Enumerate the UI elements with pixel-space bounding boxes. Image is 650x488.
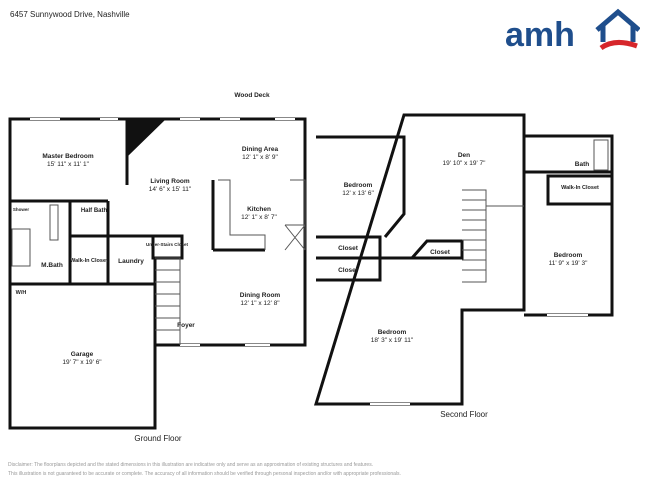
disclaimer: Disclaimer: The floorplans depicted and … (8, 461, 401, 479)
shower-label: Shower (13, 207, 30, 212)
room-dims: 12' 1" x 8' 7" (241, 214, 277, 221)
room-dims: 12' 1" x 8' 9" (242, 154, 278, 161)
room-name: Bedroom (344, 182, 373, 189)
room-dims: 11' 9" x 19' 3" (549, 260, 588, 267)
laundry-label: Laundry (118, 258, 144, 265)
room-name: Master Bedroom (42, 153, 94, 160)
property-address: 6457 Sunnywood Drive, Nashville (10, 10, 130, 19)
foyer-label: Foyer (177, 322, 195, 329)
ground-floor-label: Ground Floor (134, 434, 181, 443)
room-name: Den (458, 152, 470, 159)
room-name: Kitchen (247, 206, 271, 213)
room-dims: 15' 11" x 11' 1" (47, 161, 90, 168)
closet-label: Closet (338, 245, 359, 252)
water-heater-label: W/H (16, 290, 27, 296)
room-dims: 19' 7" x 19' 6" (62, 359, 102, 366)
amh-logo: amh (505, 8, 640, 53)
closet-label: Closet (338, 267, 359, 274)
room-name: Living Room (150, 178, 190, 185)
room-dims: 14' 6" x 15' 11" (149, 186, 192, 193)
walk-in-closet-label: Walk-In Closet (70, 258, 108, 264)
m-bath-label: M.Bath (41, 262, 63, 269)
room-name: Bedroom (554, 252, 583, 259)
second-floor-walls (313, 113, 614, 406)
ground-floor-walls (8, 117, 307, 430)
half-bath-label: Half Bath (81, 208, 108, 214)
room-dims: 19' 10" x 19' 7" (443, 160, 487, 167)
fireplace-shape (126, 119, 166, 158)
bath-label: Bath (575, 161, 589, 168)
room-name: Bedroom (378, 329, 407, 336)
room-name: Dining Area (242, 146, 279, 153)
svg-text:amh: amh (505, 16, 575, 53)
under-stairs-closet-label: Under-Stairs Closet (146, 242, 189, 247)
disclaimer-line: Disclaimer: The floorplans depicted and … (8, 462, 374, 468)
room-dims: 18' 3" x 19' 11" (371, 337, 414, 344)
room-name: Dining Room (240, 292, 281, 299)
disclaimer-line: This illustration is not guaranteed to b… (8, 471, 401, 477)
closet-label: Closet (430, 249, 451, 256)
room-dims: 12' x 13' 6" (342, 190, 374, 197)
room-name: Garage (71, 351, 94, 358)
wood-deck-label: Wood Deck (234, 92, 270, 99)
room-dims: 12' 1" x 12' 8" (240, 300, 280, 307)
second-floor-label: Second Floor (440, 410, 488, 419)
walk-in-closet-label: Walk-In Closet (561, 185, 599, 191)
